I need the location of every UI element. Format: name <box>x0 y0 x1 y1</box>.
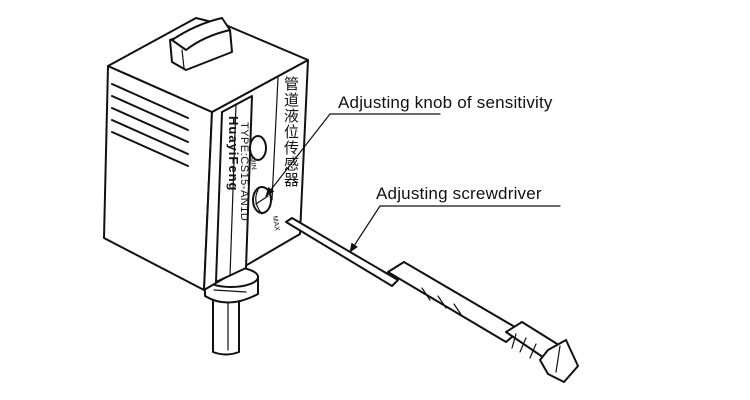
indicator-led-icon <box>249 135 267 161</box>
knob-label: Adjusting knob of sensitivity <box>338 93 553 112</box>
nameplate-panel <box>215 95 253 283</box>
type-code-text: TYPE:CS15-AN1D <box>238 122 250 222</box>
screwdriver[interactable] <box>285 217 579 383</box>
cable <box>212 299 240 356</box>
top-adjuster <box>169 17 233 71</box>
housing-top-face <box>107 17 309 113</box>
knob-callout-arrow <box>265 113 331 197</box>
sensitivity-knob[interactable] <box>252 186 272 215</box>
screwdriver-callout-arrow <box>349 205 381 253</box>
screwdriver-label: Adjusting screwdriver <box>376 184 542 203</box>
chinese-name-text: 管道液位传感器 <box>284 75 300 189</box>
vent-ribs <box>111 83 189 167</box>
